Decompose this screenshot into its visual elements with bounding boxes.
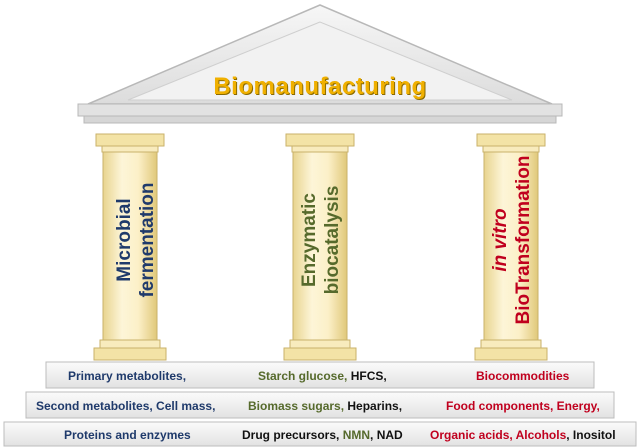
product-text: Organic acids, [430,428,516,442]
roof-inner [127,21,513,101]
middle-column [283,133,357,361]
diagram-title: Biomanufacturing [213,73,427,100]
entablature-lower [83,115,557,124]
product-text: Biomass sugars, [248,399,348,413]
product-text: , NAD [370,428,403,442]
product-text: NMN [342,428,371,442]
pillar-label-line: fermentation [137,182,158,298]
product-text: Alcohols [515,428,567,442]
product-text: Drug precursors, [242,428,343,442]
pillar-label-enzymatic-biocatalysis: Enzymatic biocatalysis [291,145,351,335]
step-top [45,361,595,389]
entablature [77,103,563,117]
product-text: Heparins, [347,399,403,413]
pillar-label-line: biocatalysis [322,185,343,295]
pillar-label-line: Microbial [114,198,135,282]
step2-biotransformation-products: Food components, Energy, [446,399,600,413]
step3-biotransformation-products: Organic acids, Alcohols, Inositol [430,426,616,444]
step1-microbial-products: Primary metabolites, [68,369,187,383]
step2-microbial-products: Second metabolites, Cell mass, [36,399,216,413]
pillar-label-microbial-fermentation: Microbial fermentation [106,145,166,335]
right-column [474,133,548,361]
step1-biotransformation-products: Biocommodities [476,369,570,383]
pillar-label-in-vitro-biotransformation: in vitro BioTransformation [482,145,542,335]
product-text: , Inositol [566,428,616,442]
step1-enzymatic-products: Starch glucose, HFCS, [258,367,387,385]
step-middle [25,391,615,419]
step-bottom [3,421,637,447]
pillar-label-line: in vitro [490,208,511,272]
pillar-label-line: BioTransformation [513,155,534,325]
product-text: Starch glucose, [258,369,351,383]
step3-enzymatic-products: Drug precursors, NMN, NAD [242,426,403,444]
step2-enzymatic-products: Biomass sugars, Heparins, [248,397,402,415]
pillar-label-line: Enzymatic [299,193,320,287]
product-text: HFCS, [350,369,387,383]
left-column [93,133,167,361]
step3-microbial-products: Proteins and enzymes [64,428,191,442]
